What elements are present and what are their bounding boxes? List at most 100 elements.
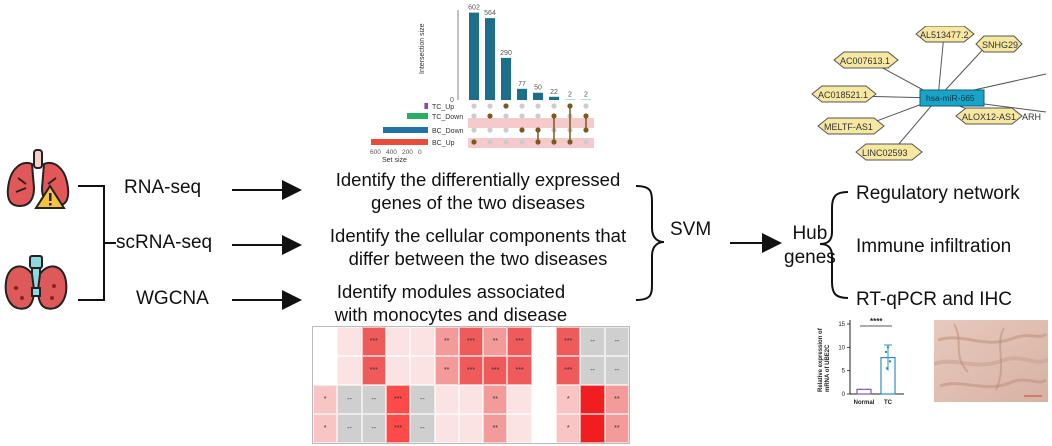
heatmap-cell bbox=[531, 327, 557, 356]
barplot-ytick: 15 bbox=[838, 322, 845, 328]
heatmap-cell: *** bbox=[361, 356, 386, 385]
upset-set-name-3: BC_Down bbox=[432, 128, 464, 135]
upset-set-tick: 600 bbox=[370, 149, 381, 156]
upset-set-tick: 400 bbox=[386, 149, 397, 156]
heatmap-cell: *** bbox=[507, 356, 532, 385]
upset-set-bar-4 bbox=[371, 139, 428, 145]
heatmap-cell: ** bbox=[604, 385, 629, 414]
heatmap-cell: *** bbox=[385, 414, 411, 443]
heatmap-cell bbox=[531, 385, 557, 414]
heatmap-cell bbox=[434, 414, 459, 443]
heatmap-cell: -- bbox=[604, 327, 629, 356]
heatmap-cell bbox=[410, 356, 435, 385]
heatmap-cell bbox=[434, 385, 459, 414]
heatmap-cell bbox=[313, 356, 338, 385]
upset-bar-label-7: 2 bbox=[568, 92, 572, 99]
expression-barplot: Relative expression of mRNA of UBE2C ***… bbox=[818, 317, 904, 406]
upset-dot bbox=[583, 103, 589, 109]
ihc-image bbox=[934, 320, 1048, 402]
barplot-ylabel-2: mRNA of UBE2C bbox=[825, 344, 831, 392]
heatmap-cell: ** bbox=[434, 327, 459, 356]
upset-dot bbox=[503, 103, 509, 109]
heatmap-cell: -- bbox=[337, 385, 362, 414]
heatmap-cell bbox=[385, 327, 411, 356]
barplot-bar-1 bbox=[856, 388, 872, 395]
hub-genes-label: Hub genes bbox=[784, 222, 836, 270]
heatmap-cell: *** bbox=[361, 327, 386, 356]
heatmap-cell bbox=[507, 385, 532, 414]
net-node-2: SNHG29 bbox=[982, 40, 1018, 50]
heatmap-cell bbox=[337, 356, 362, 385]
module-description: Identify modules associated with monocyt… bbox=[306, 280, 596, 326]
heatmap-cell: * bbox=[313, 385, 338, 414]
upset-dot bbox=[471, 103, 477, 109]
upset-dot bbox=[487, 103, 493, 109]
heatmap-cell: -- bbox=[410, 385, 435, 414]
heatmap-cell: *** bbox=[556, 327, 581, 356]
upset-dot bbox=[519, 139, 525, 145]
upset-set-name-4: BC_Up bbox=[432, 140, 455, 147]
heatmap-cell: *** bbox=[507, 327, 532, 356]
heatmap-cell bbox=[385, 356, 411, 385]
upset-set-name-2: TC_Down bbox=[432, 114, 463, 121]
heatmap-cell: * bbox=[556, 414, 581, 443]
upset-dot bbox=[503, 139, 509, 145]
upset-bar-label-8: 2 bbox=[584, 92, 588, 99]
upset-x-label: Set size bbox=[382, 157, 407, 164]
hub-line1: Hub bbox=[792, 223, 828, 244]
upset-bar-label-2: 564 bbox=[484, 10, 496, 17]
upset-bar-6 bbox=[549, 96, 559, 100]
heatmap-cell: * bbox=[313, 414, 338, 443]
mod-line2: with monocytes and disease bbox=[334, 304, 568, 325]
regulatory-network: AL513477.2 SNHG29 AC007613.1 AC018521.1 … bbox=[811, 26, 1047, 161]
mod-line1: Identify modules associated bbox=[336, 281, 566, 302]
upset-bar-label-3: 290 bbox=[500, 50, 512, 57]
net-node-5: MELTF-AS1 bbox=[824, 122, 873, 132]
heatmap-cell bbox=[337, 327, 362, 356]
output-rtqpcr-ihc: RT-qPCR and IHC bbox=[856, 289, 1012, 310]
upset-dot bbox=[519, 113, 525, 119]
upset-plot: Intersection size 0 Set size 60256429077… bbox=[370, 5, 594, 164]
upset-dot bbox=[471, 127, 477, 133]
deg-description: Identify the differentially expressed ge… bbox=[308, 168, 648, 214]
upset-dot bbox=[583, 139, 589, 145]
heatmap-cell bbox=[507, 414, 532, 443]
net-node-3: AC007613.1 bbox=[840, 56, 890, 66]
step-scrnaseq: scRNA-seq bbox=[116, 232, 213, 253]
cell-description: Identify the cellular components that di… bbox=[306, 224, 650, 270]
heatmap-cell: *** bbox=[458, 327, 484, 356]
net-node-4: AC018521.1 bbox=[818, 90, 868, 100]
upset-dot bbox=[503, 127, 509, 133]
upset-dot bbox=[487, 139, 493, 145]
heatmap-cell: -- bbox=[361, 385, 386, 414]
heatmap-cell bbox=[531, 414, 557, 443]
upset-bar-3 bbox=[501, 57, 511, 100]
heatmap-cell bbox=[458, 414, 484, 443]
upset-dot bbox=[471, 113, 477, 119]
barplot-ytick: 5 bbox=[842, 369, 846, 375]
upset-set-bar-2 bbox=[407, 113, 428, 119]
wgcna-heatmap: ****************----*****************---… bbox=[312, 326, 630, 444]
heatmap-cell bbox=[410, 327, 435, 356]
upset-dot bbox=[551, 103, 557, 109]
heatmap-cell: -- bbox=[580, 327, 605, 356]
upset-dot bbox=[471, 139, 477, 145]
upset-dot bbox=[519, 103, 525, 109]
heatmap-cell: -- bbox=[580, 356, 605, 385]
thyroid-icon bbox=[4, 255, 68, 310]
upset-bar-label-6: 22 bbox=[550, 89, 558, 96]
heatmap-cell bbox=[531, 356, 557, 385]
upset-dot bbox=[487, 127, 493, 133]
upset-y-tick-0: 0 bbox=[450, 97, 454, 104]
cell-line2: differ between the two diseases bbox=[348, 248, 608, 269]
upset-bar-label-1: 602 bbox=[468, 5, 480, 12]
heatmap-cell: *** bbox=[556, 356, 581, 385]
heatmap-cell bbox=[458, 385, 484, 414]
svm-label: SVM bbox=[670, 219, 712, 240]
cell-line1: Identify the cellular components that bbox=[329, 225, 627, 246]
upset-bar-4 bbox=[517, 88, 527, 100]
upset-set-bar-3 bbox=[383, 127, 428, 133]
upset-set-tick: 200 bbox=[402, 149, 413, 156]
heatmap-cell bbox=[580, 385, 605, 414]
